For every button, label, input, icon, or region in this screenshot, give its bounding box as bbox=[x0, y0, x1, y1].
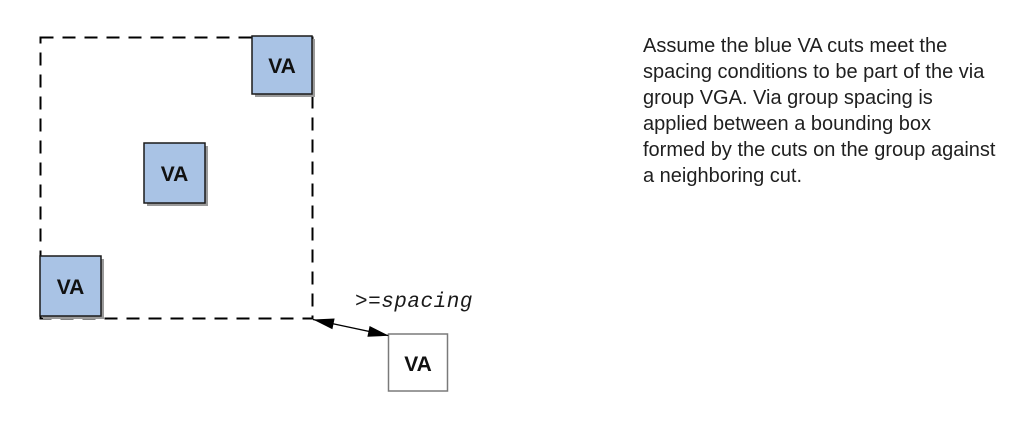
cut-square bbox=[387, 333, 449, 392]
spacing-arrow bbox=[312, 318, 389, 337]
description-line: Assume the blue VA cuts meet the bbox=[643, 35, 948, 57]
neighbor-cut: VA bbox=[387, 333, 449, 392]
description-line: spacing conditions to be part of the via bbox=[643, 61, 985, 83]
spacing-label: >=spacing bbox=[355, 291, 473, 314]
arrowhead-left-icon bbox=[313, 318, 335, 330]
cut-label: VA bbox=[57, 276, 85, 299]
description-line: formed by the cuts on the group against bbox=[643, 139, 996, 161]
description-line: applied between a bounding box bbox=[643, 113, 932, 135]
cut-label: VA bbox=[404, 353, 432, 376]
group-cut-top-right: VA bbox=[251, 35, 313, 95]
description-line: a neighboring cut. bbox=[643, 165, 803, 187]
group-cut-middle: VA bbox=[143, 142, 206, 204]
cut-label: VA bbox=[161, 163, 189, 186]
cut-square bbox=[39, 255, 102, 317]
cut-label: VA bbox=[268, 55, 296, 78]
description-text: Assume the blue VA cuts meet the spacing… bbox=[643, 33, 995, 189]
arrowhead-right-icon bbox=[367, 326, 389, 337]
via-group-bounding-box bbox=[39, 36, 314, 320]
cut-square bbox=[143, 142, 206, 204]
cut-square bbox=[251, 35, 313, 95]
description-line: group VGA. Via group spacing is bbox=[643, 87, 933, 109]
group-cut-bottom-left: VA bbox=[39, 255, 102, 317]
